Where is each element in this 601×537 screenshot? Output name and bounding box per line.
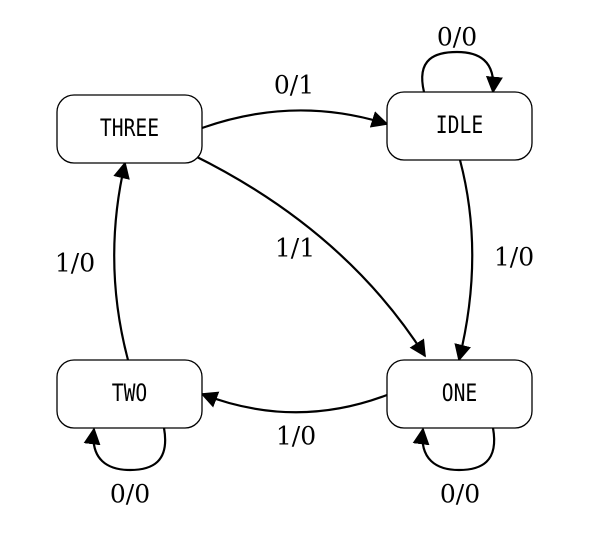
state-two: TWO <box>56 359 203 429</box>
states: THREE IDLE TWO ONE <box>56 91 533 429</box>
edge-three-to-one-arrow <box>192 154 426 358</box>
edge-one-to-two-arrow <box>200 391 388 414</box>
edge-three-to-idle-arrow <box>201 109 389 130</box>
edge-idle-to-one-arrow <box>454 159 474 362</box>
state-one: ONE <box>386 359 533 429</box>
state-idle-box <box>386 91 533 161</box>
transitions: 0/1 0/0 1/1 1/0 1/0 1/0 0/ <box>55 23 534 509</box>
state-one-box <box>386 359 533 429</box>
edge-label-three-to-idle: 0/1 <box>274 71 314 100</box>
state-one-label: ONE <box>442 380 478 407</box>
state-idle-label: IDLE <box>436 112 483 139</box>
state-three: THREE <box>56 94 203 164</box>
transition-idle-self: 0/0 <box>421 23 503 94</box>
edge-label-idle-self: 0/0 <box>437 23 477 52</box>
edge-two-to-three-arrow <box>113 161 130 361</box>
edge-idle-self-loop <box>421 50 503 94</box>
transition-idle-to-one: 1/0 <box>454 159 534 362</box>
edge-label-two-to-three: 1/0 <box>55 249 95 278</box>
edge-label-three-to-one: 1/1 <box>275 234 315 263</box>
transition-two-self: 0/0 <box>83 427 167 509</box>
edge-label-idle-to-one: 1/0 <box>494 243 534 272</box>
state-three-box <box>56 94 203 164</box>
state-idle: IDLE <box>386 91 533 161</box>
edge-label-one-self: 0/0 <box>440 480 480 509</box>
transition-one-self: 0/0 <box>412 427 496 509</box>
edge-label-one-to-two: 1/0 <box>276 422 316 451</box>
state-two-box <box>56 359 203 429</box>
transition-one-to-two: 1/0 <box>200 391 388 451</box>
state-three-label: THREE <box>100 115 159 142</box>
transition-two-to-three: 1/0 <box>55 161 130 361</box>
edge-label-two-self: 0/0 <box>110 480 150 509</box>
transition-three-to-one: 1/1 <box>192 154 426 358</box>
edge-two-self-loop <box>83 427 167 472</box>
edge-one-self-loop <box>412 427 496 472</box>
state-two-label: TWO <box>112 380 148 407</box>
transition-three-to-idle: 0/1 <box>201 71 389 130</box>
